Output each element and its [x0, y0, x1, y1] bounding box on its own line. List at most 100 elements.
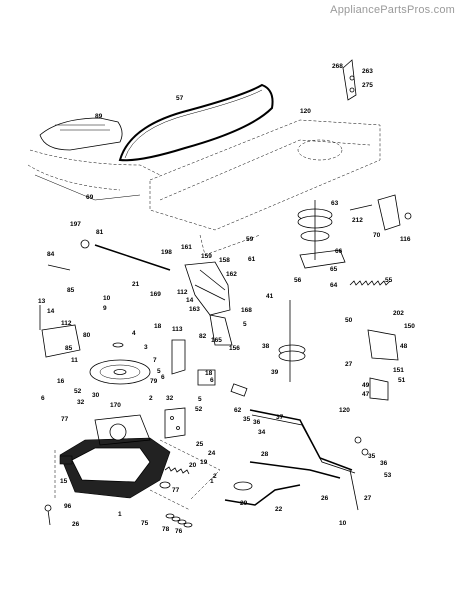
part-callout-21: 21 [132, 281, 140, 288]
part-callout-18: 18 [154, 323, 162, 330]
part-callout-81: 81 [96, 229, 104, 236]
part-callout-35: 35 [368, 453, 376, 460]
part-callout-76: 76 [175, 528, 183, 535]
shift-rod [80, 239, 171, 271]
part-callout-22: 22 [275, 506, 283, 513]
part-callout-25: 25 [196, 441, 204, 448]
part-callout-32: 32 [166, 395, 174, 402]
part-callout-47: 47 [362, 391, 370, 398]
part-callout-70: 70 [373, 232, 381, 239]
part-callout-36: 36 [253, 419, 261, 426]
part-callout-15: 15 [60, 478, 68, 485]
part-callout-161: 161 [181, 244, 192, 251]
part-callout-52: 52 [74, 388, 82, 395]
part-callout-162: 162 [226, 271, 237, 278]
part-callout-2: 2 [213, 473, 217, 480]
linkage-bracket [184, 261, 233, 346]
part-callout-14: 14 [47, 308, 55, 315]
part-callout-2: 2 [149, 395, 153, 402]
part-callout-120: 120 [300, 108, 311, 115]
brake-bracket [349, 194, 412, 231]
tractor-frame [149, 119, 381, 256]
part-callout-156: 156 [229, 345, 240, 352]
pedal-bracket [164, 339, 216, 439]
part-callout-112: 112 [61, 320, 72, 327]
part-callout-59: 59 [246, 236, 254, 243]
part-callout-112: 112 [177, 289, 188, 296]
part-callout-77: 77 [61, 416, 69, 423]
part-callout-36: 36 [380, 460, 388, 467]
watermark: AppliancePartsPros.com [330, 4, 455, 16]
part-callout-6: 6 [210, 377, 214, 384]
part-callout-55: 55 [385, 277, 393, 284]
part-callout-27: 27 [364, 495, 372, 502]
part-callout-6: 6 [41, 395, 45, 402]
part-callout-5: 5 [157, 368, 161, 375]
part-callout-275: 275 [362, 82, 373, 89]
part-callout-32: 32 [77, 399, 85, 406]
part-callout-29: 29 [240, 500, 248, 507]
drive-belt [118, 83, 274, 162]
part-callout-168: 168 [241, 307, 252, 314]
part-callout-165: 165 [211, 337, 222, 344]
part-callout-39: 39 [271, 369, 279, 376]
left-bracket [39, 264, 81, 358]
part-callout-35: 35 [243, 416, 251, 423]
engine-pulley [278, 300, 306, 382]
part-callout-263: 263 [362, 68, 373, 75]
part-callout-53: 53 [384, 472, 392, 479]
part-callout-6: 6 [161, 374, 165, 381]
part-callout-84: 84 [47, 251, 55, 258]
part-callout-56: 56 [294, 277, 302, 284]
part-callout-120: 120 [339, 407, 350, 414]
part-callout-78: 78 [162, 526, 170, 533]
part-callout-1: 1 [118, 511, 122, 518]
part-callout-62: 62 [234, 407, 242, 414]
part-callout-158: 158 [219, 257, 230, 264]
part-callout-41: 41 [266, 293, 274, 300]
part-callout-89: 89 [95, 113, 103, 120]
part-callout-34: 34 [258, 429, 266, 436]
part-callout-19: 19 [200, 459, 208, 466]
part-callout-50: 50 [345, 317, 353, 324]
part-callout-7: 7 [153, 357, 157, 364]
part-callout-10: 10 [339, 520, 347, 527]
part-callout-202: 202 [393, 310, 404, 317]
part-callout-18: 18 [205, 370, 213, 377]
part-callout-5: 5 [243, 321, 247, 328]
part-callout-49: 49 [362, 382, 370, 389]
part-callout-1: 1 [210, 478, 214, 485]
right-bracket [349, 329, 399, 511]
part-callout-61: 61 [248, 256, 256, 263]
transaxle [59, 414, 171, 499]
part-callout-9: 9 [103, 305, 107, 312]
part-callout-85: 85 [67, 287, 75, 294]
part-callout-37: 37 [276, 414, 284, 421]
brake-rod [230, 383, 356, 474]
part-callout-66: 66 [335, 248, 343, 255]
part-callout-51: 51 [398, 377, 406, 384]
part-callout-20: 20 [189, 462, 197, 469]
part-callout-82: 82 [199, 333, 207, 340]
part-callout-77: 77 [172, 487, 180, 494]
part-callout-57: 57 [176, 95, 184, 102]
part-callout-16: 16 [57, 378, 65, 385]
part-callout-28: 28 [261, 451, 269, 458]
part-callout-64: 64 [330, 282, 338, 289]
part-callout-150: 150 [404, 323, 415, 330]
part-callout-26: 26 [72, 521, 80, 528]
transaxle-spring [159, 466, 190, 489]
part-callout-38: 38 [262, 343, 270, 350]
fasteners [44, 504, 193, 528]
part-callout-85: 85 [65, 345, 73, 352]
part-callout-268: 268 [332, 63, 343, 70]
part-callout-197: 197 [70, 221, 81, 228]
part-callout-198: 198 [161, 249, 172, 256]
transmission-pulley [89, 342, 151, 385]
spring [349, 280, 391, 286]
part-callout-30: 30 [92, 392, 100, 399]
belt-keeper [342, 59, 357, 101]
part-callout-75: 75 [141, 520, 149, 527]
guide-lines [54, 439, 221, 511]
idler-pulleys [297, 200, 346, 269]
